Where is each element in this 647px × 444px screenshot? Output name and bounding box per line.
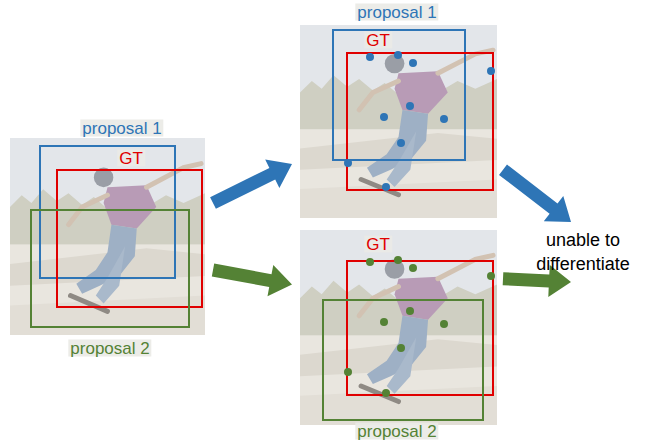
sample-point: [487, 67, 495, 75]
proposal-box: [333, 30, 465, 160]
proposal-box: [31, 210, 189, 327]
conclusion-text: unable to differentiate: [522, 228, 644, 276]
sample-point: [382, 183, 390, 191]
box-label: proposal 2: [68, 340, 151, 357]
proposal-box: [40, 146, 175, 278]
photo: [300, 25, 497, 218]
gt-box: [57, 170, 202, 307]
sample-point: [366, 53, 374, 61]
flow-arrow: [499, 165, 571, 222]
photo: [10, 138, 205, 335]
note-text: unable to differentiate: [522, 228, 644, 276]
sample-point: [397, 344, 405, 352]
box-label: GT: [117, 150, 145, 167]
flow-arrow: [212, 264, 292, 297]
image-panel: GTproposal 2: [300, 230, 497, 425]
sample-point: [380, 318, 388, 326]
image-panel: proposal 1GTproposal 2: [10, 138, 205, 335]
sample-point: [409, 59, 417, 67]
box-label: proposal 2: [355, 423, 438, 440]
sample-point: [344, 368, 352, 376]
sample-point: [487, 272, 495, 280]
sample-point: [440, 320, 448, 328]
sample-point: [394, 256, 402, 264]
sample-point: [344, 159, 352, 167]
flow-arrow: [210, 159, 292, 208]
sample-point: [382, 389, 390, 397]
photo: [10, 138, 205, 335]
sample-point: [366, 258, 374, 266]
sample-point: [406, 307, 414, 315]
photo: [300, 230, 497, 425]
photo: [300, 25, 497, 218]
sample-point: [397, 139, 405, 147]
gt-box: [347, 261, 493, 395]
box-label: proposal 1: [355, 4, 438, 21]
sample-point: [380, 113, 388, 121]
sample-point: [406, 102, 414, 110]
sample-point: [394, 51, 402, 59]
box-label: GT: [364, 236, 392, 253]
proposal-box: [323, 300, 483, 420]
gt-box: [347, 53, 493, 190]
box-label: proposal 1: [80, 120, 163, 137]
sample-point: [409, 264, 417, 272]
photo: [300, 230, 497, 425]
box-label: GT: [364, 32, 392, 49]
sample-point: [440, 115, 448, 123]
image-panel: proposal 1GT: [300, 25, 497, 218]
